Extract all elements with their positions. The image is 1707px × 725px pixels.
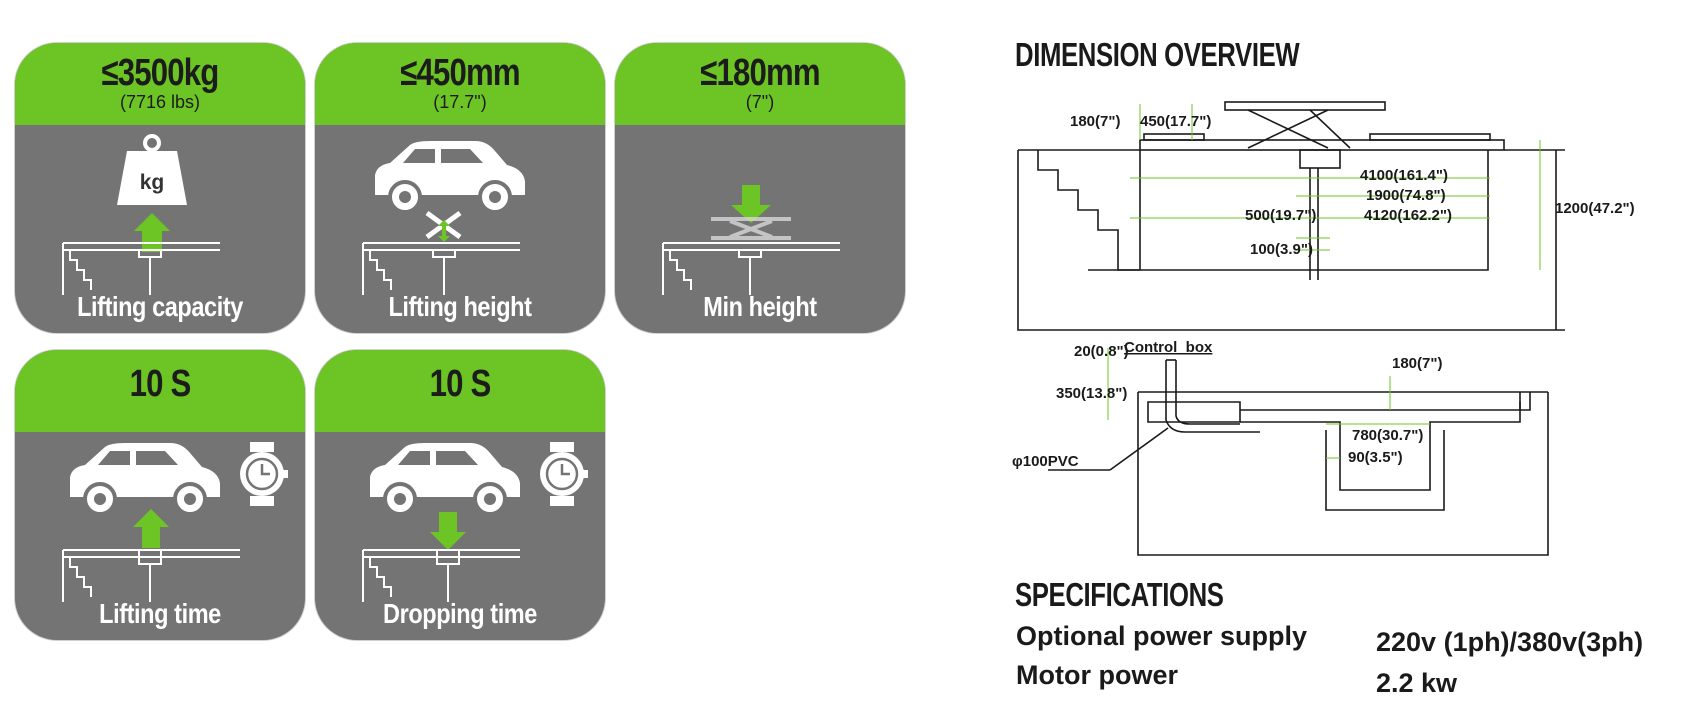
dim-1200: 1200(47.2") xyxy=(1555,200,1635,217)
card-label: Lifting time xyxy=(99,598,221,629)
card-header: ≤450mm (17.7") xyxy=(315,43,605,125)
card-value: 10 S xyxy=(129,363,192,405)
arrow-down-icon xyxy=(731,185,771,223)
card-dropping-time: 10 S xyxy=(315,350,605,640)
dim-500: 500(19.7") xyxy=(1245,207,1316,224)
card-value: 10 S xyxy=(429,363,492,405)
card-label: Dropping time xyxy=(383,598,537,629)
car-icon xyxy=(370,443,520,516)
spec-value-power-supply: 220v (1ph)/380v(3ph) xyxy=(1376,627,1644,657)
card-label: Lifting capacity xyxy=(77,291,243,322)
dim-20: 20(0.8") xyxy=(1074,343,1129,360)
pvc-label: φ100PVC xyxy=(1012,453,1079,470)
dim-1900: 1900(74.8") xyxy=(1366,187,1446,204)
dim-350: 350(13.8") xyxy=(1056,385,1127,402)
card-header: 10 S xyxy=(315,350,605,432)
arrow-up-icon xyxy=(134,213,170,252)
dim-4120: 4120(162.2") xyxy=(1364,207,1452,224)
side-elevation-drawing: 180(7") 450(17.7") 4100(161.4") 1900(74.… xyxy=(1017,101,1635,331)
plan-section-drawing: 20(0.8") Control_box 180(7") 350(13.8") … xyxy=(1012,340,1549,556)
pit-icon xyxy=(362,242,520,295)
control-box-label: Control_box xyxy=(1124,340,1213,356)
car-icon xyxy=(375,141,525,214)
weight-icon: kg xyxy=(117,134,187,205)
card-lifting-capacity: ≤3500kg (7716 lbs) kg Lifting capacity xyxy=(15,43,305,333)
card-subvalue: (7716 lbs) xyxy=(119,92,201,112)
dim-780: 780(30.7") xyxy=(1352,427,1423,444)
card-subvalue: (7") xyxy=(745,92,775,112)
dim-90: 90(3.5") xyxy=(1348,449,1403,466)
card-label: Min height xyxy=(703,291,817,322)
pit-icon xyxy=(662,242,840,295)
card-header: 10 S xyxy=(15,350,305,432)
specifications-title: SPECIFICATIONS xyxy=(1015,576,1224,613)
dimension-title: DIMENSION OVERVIEW xyxy=(1015,36,1300,73)
weight-label: kg xyxy=(140,171,165,194)
dim-100: 100(3.9") xyxy=(1250,241,1313,258)
lifting-time-illustration xyxy=(62,442,288,602)
card-label: Lifting height xyxy=(388,291,532,322)
lifting-capacity-illustration: kg xyxy=(62,134,220,295)
spec-label-motor-power: Motor power xyxy=(1016,660,1178,690)
arrow-down-icon xyxy=(430,512,466,550)
dim-4100: 4100(161.4") xyxy=(1360,167,1448,184)
clock-icon xyxy=(240,442,288,506)
card-header: ≤180mm (7") xyxy=(615,43,905,125)
card-subvalue: (17.7") xyxy=(433,92,487,112)
dim-180: 180(7") xyxy=(1070,113,1120,130)
card-header: ≤3500kg (7716 lbs) xyxy=(15,43,305,125)
lifting-height-illustration xyxy=(362,141,525,295)
spec-value-motor-power: 2.2 kw xyxy=(1376,668,1458,698)
dim-180-plan: 180(7") xyxy=(1392,355,1442,372)
card-lifting-height: ≤450mm (17.7") Lift xyxy=(315,43,605,333)
pit-icon xyxy=(62,549,240,602)
spec-label-power-supply: Optional power supply xyxy=(1016,621,1308,651)
card-min-height: ≤180mm (7") Min height xyxy=(615,43,905,333)
card-value: ≤450mm xyxy=(400,52,520,94)
card-value: ≤180mm xyxy=(700,52,820,94)
min-height-illustration xyxy=(662,185,840,295)
card-lifting-time: 10 S xyxy=(15,350,305,640)
arrow-up-icon xyxy=(133,509,169,548)
height-arrow-icon xyxy=(438,220,450,242)
dropping-time-illustration xyxy=(362,442,588,602)
scissor-icon xyxy=(711,217,791,240)
card-value: ≤3500kg xyxy=(101,52,219,94)
dim-450: 450(17.7") xyxy=(1140,113,1211,130)
pit-icon xyxy=(362,549,520,602)
clock-icon xyxy=(540,442,588,506)
car-icon xyxy=(70,443,220,516)
pit-icon xyxy=(62,242,220,295)
